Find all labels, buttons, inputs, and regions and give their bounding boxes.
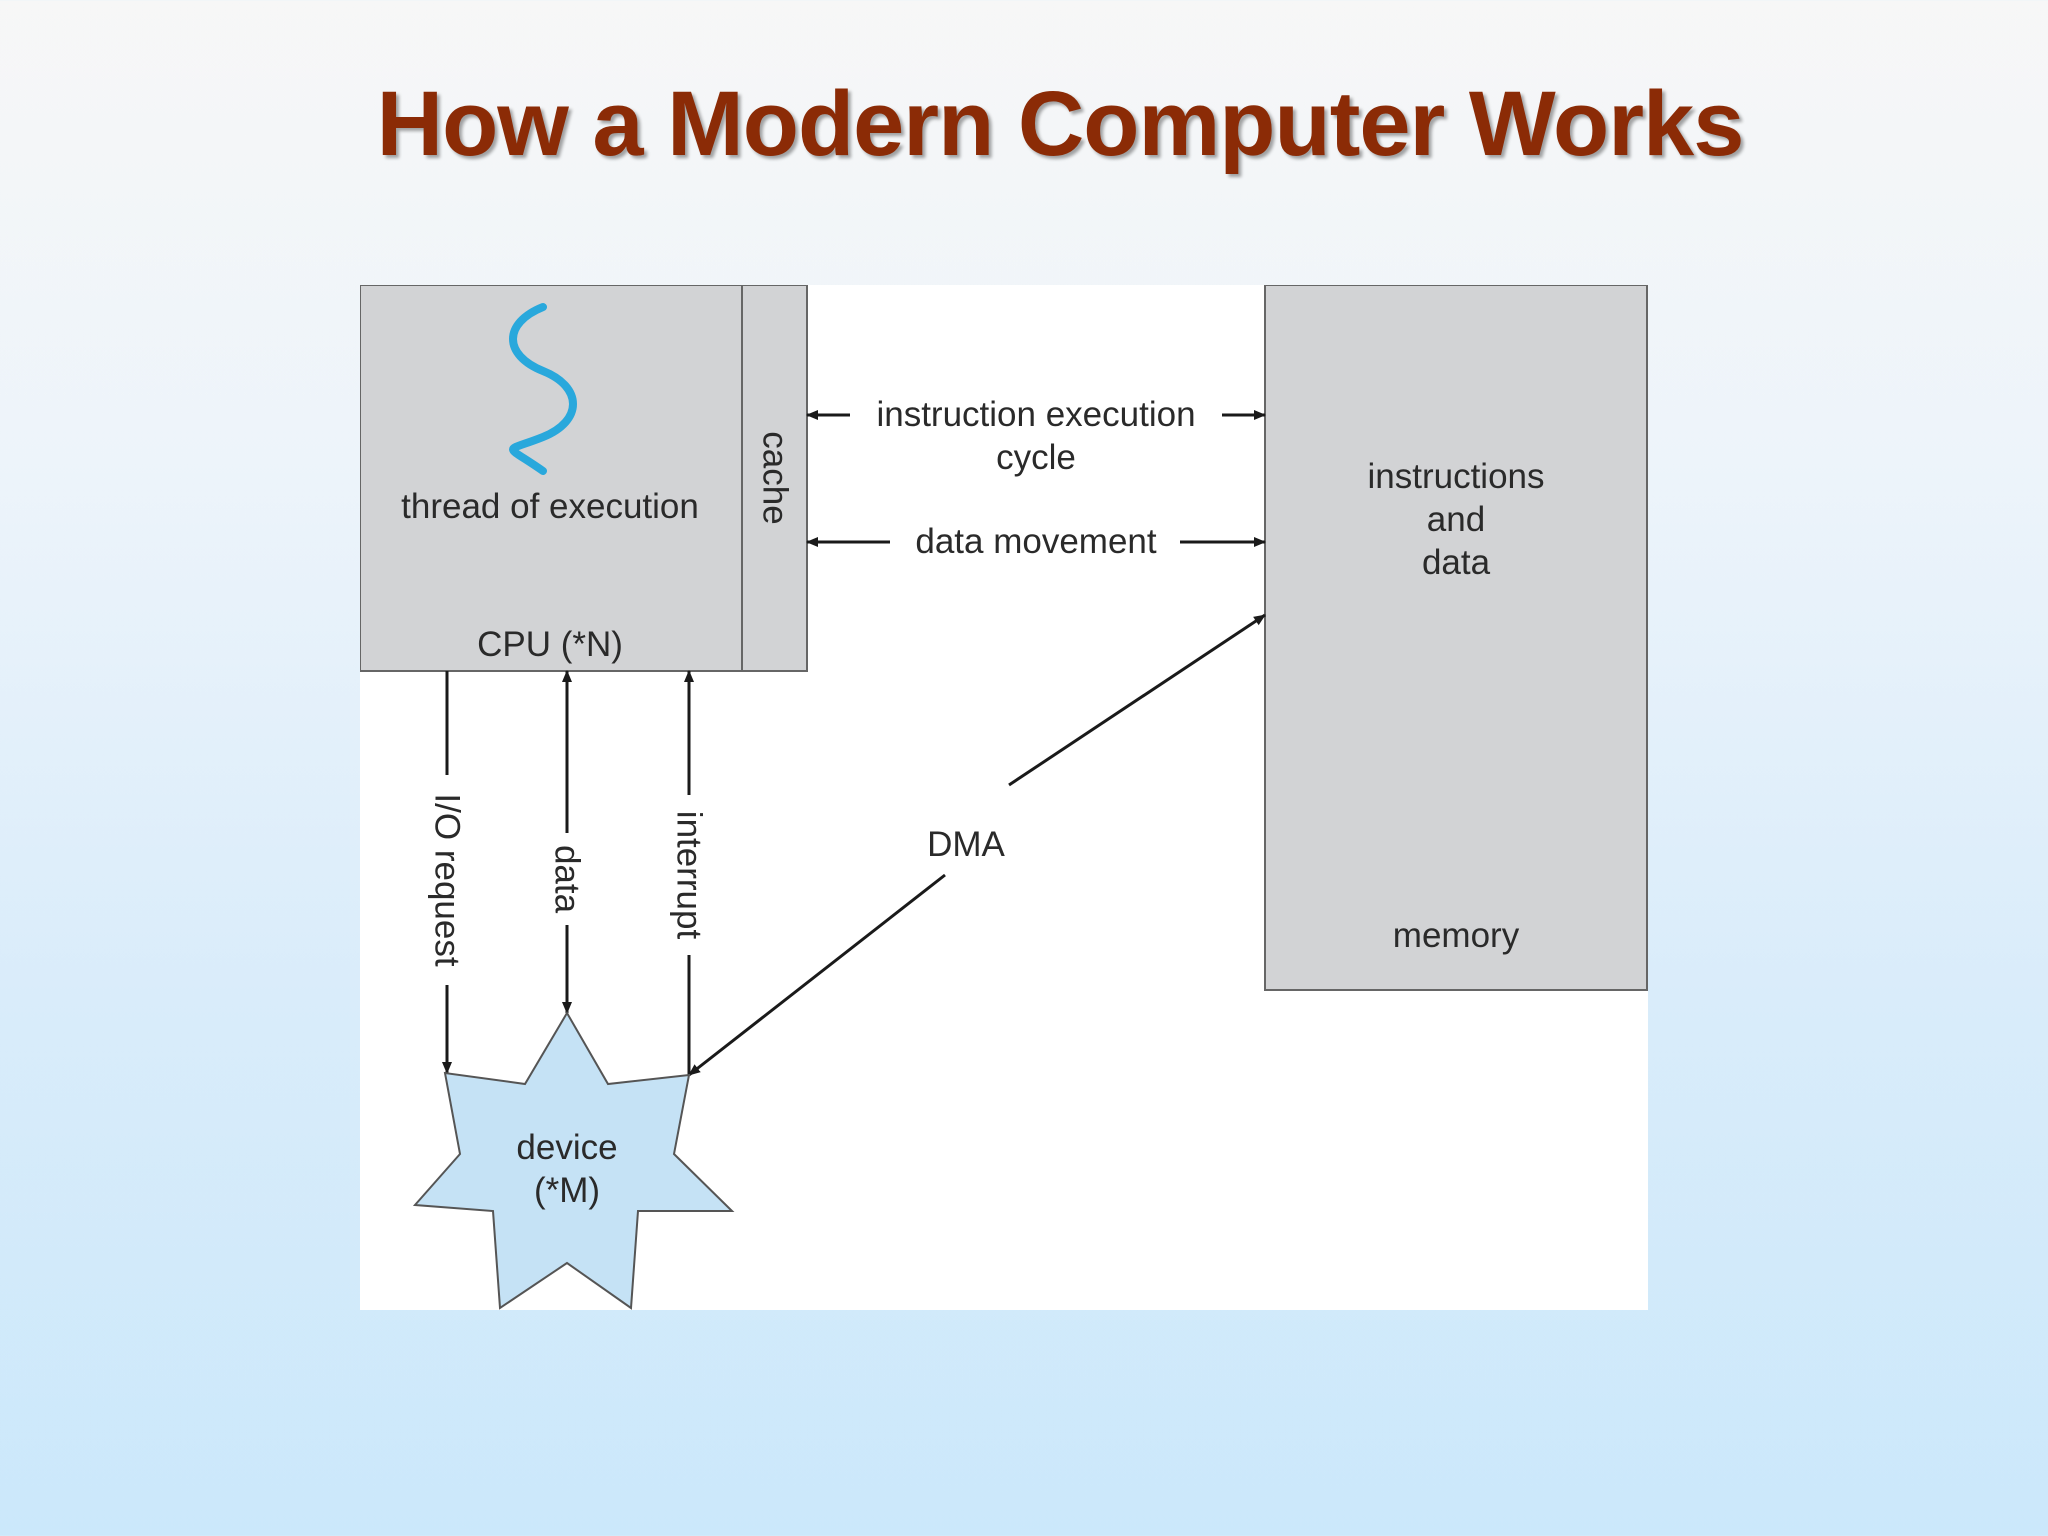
cache-label: cache <box>755 431 795 525</box>
thread-of-execution-label: thread of execution <box>401 487 699 526</box>
memory-content-line-2: and <box>1426 500 1486 539</box>
dma-arrow-lower <box>688 873 946 1077</box>
interrupt-label: interrupt <box>669 810 709 940</box>
cpu-box <box>360 285 743 672</box>
data-movement-label: data movement <box>915 522 1157 561</box>
data-label: data <box>547 844 587 914</box>
memory-box <box>1264 285 1648 991</box>
instruction-cycle-label-line-2: cycle <box>996 438 1076 477</box>
memory-label: memory <box>1392 916 1520 955</box>
device-label-line-1: device <box>516 1128 618 1167</box>
memory-content-line-3: data <box>1421 543 1491 582</box>
diagram-graphics <box>360 285 1648 1310</box>
slide-title: How a Modern Computer Works <box>376 73 1745 175</box>
dma-arrow-upper <box>1008 613 1266 787</box>
device-label-line-2: (*M) <box>533 1171 601 1210</box>
squiggle-thread-icon <box>509 303 577 475</box>
io-request-label: I/O request <box>427 793 467 967</box>
instruction-cycle-label-line-1: instruction execution <box>876 395 1196 434</box>
cache-box <box>741 285 808 672</box>
computer-diagram: thread of execution CPU (*N) cache instr… <box>360 285 1648 1310</box>
dma-label: DMA <box>927 825 1005 864</box>
memory-content-line-1: instructions <box>1367 457 1545 496</box>
cpu-label: CPU (*N) <box>477 625 623 664</box>
device-star <box>412 1011 735 1310</box>
